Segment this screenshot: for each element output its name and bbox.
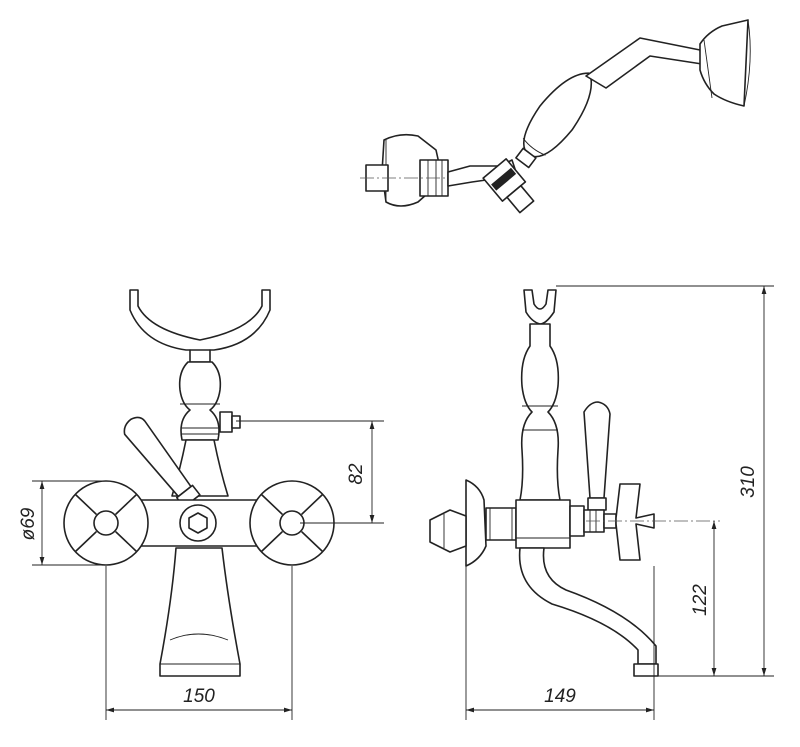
- dim-310-label: 310: [738, 466, 759, 498]
- side-view: [429, 289, 720, 677]
- dim-82-label: 82: [346, 463, 367, 485]
- front-view: [63, 289, 335, 677]
- dim-149-label: 149: [544, 686, 576, 707]
- dim-diameter-69-label: ø69: [18, 507, 39, 540]
- dimensions: [32, 285, 774, 720]
- dim-150-label: 150: [183, 686, 215, 707]
- dim-122-label: 122: [690, 584, 711, 616]
- hand-shower-view: [360, 19, 751, 214]
